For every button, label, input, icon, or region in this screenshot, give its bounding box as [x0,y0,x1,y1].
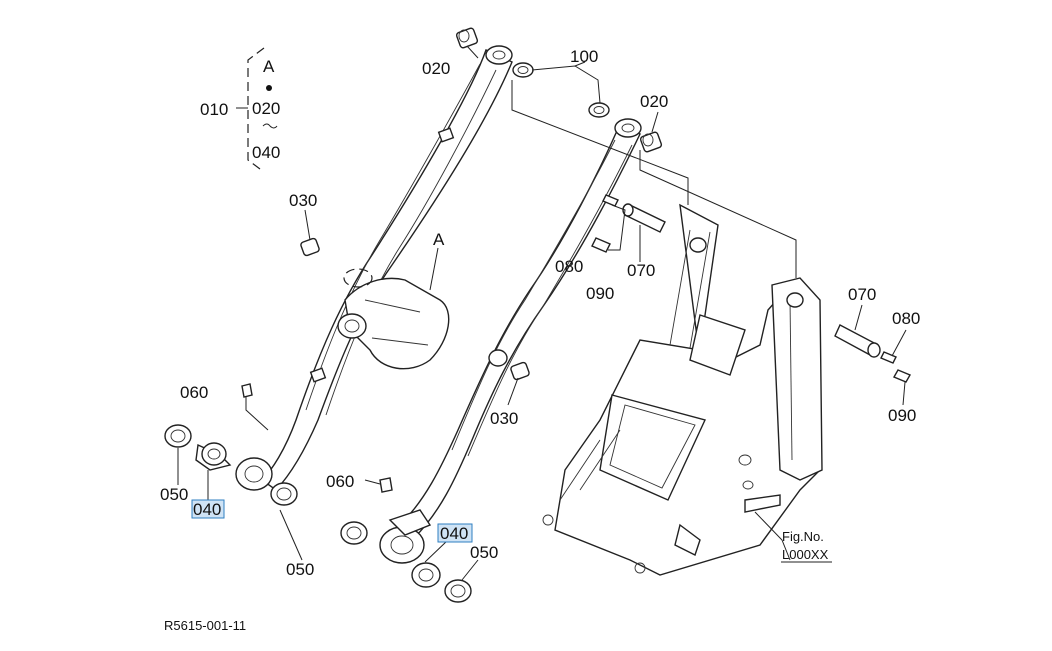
callout-050-left: 050 [160,485,188,504]
right-loader-arm [379,118,642,564]
washer-100-lower [588,102,610,118]
bushing-020-top [455,27,479,49]
cross-tube [337,268,450,370]
bracket-label-a: A [263,57,275,76]
pin-070-right [834,324,881,358]
seal-050-right [444,579,472,603]
callout-090-left: 090 [586,284,614,303]
grease-fitting-060-left [241,383,253,398]
highlight-040-left [191,499,225,519]
callout-080-right: 080 [892,309,920,328]
callout-040-left[interactable]: 040 [193,500,221,519]
seal-050-mid-b [340,521,368,545]
fig-no-label: Fig.No. [782,529,824,544]
highlight-040-mid [437,523,473,543]
bolt-090-left [591,237,611,253]
bolt-090-right [892,369,912,383]
fig-no-value[interactable]: L000XX [782,547,829,562]
callout-100: 100 [570,47,598,66]
seal-050-mid-a [270,482,298,506]
bushing-030-upper [300,237,320,257]
loader-frame [542,203,823,576]
callout-030-upper: 030 [289,191,317,210]
bushing-040-mid [411,562,441,588]
bushing-040-left [195,442,232,471]
callout-050-right: 050 [470,543,498,562]
callout-080-left: 080 [555,257,583,276]
bushing-020-right [639,131,663,153]
left-loader-arm [235,45,513,491]
seal-050-left [164,424,192,448]
bushing-030-lower [510,361,530,381]
callout-020-top: 020 [422,59,450,78]
callout-030-lower: 030 [490,409,518,428]
callout-060-mid: 060 [326,472,354,491]
drawing-number: R5615-001-11 [164,618,246,633]
assembly-leader-lines [511,80,797,278]
grease-fitting-060-mid [379,477,393,493]
callout-050-bottom: 050 [286,560,314,579]
callout-070-right: 070 [848,285,876,304]
callout-040-mid[interactable]: 040 [440,524,468,543]
group-bracket [236,47,278,173]
callout-020-right: 020 [640,92,668,111]
callout-010: 010 [200,100,228,119]
washer-100-upper [512,62,534,78]
bracket-label-040: 040 [252,143,280,162]
pin-070-left [622,203,666,233]
callout-060-left: 060 [180,383,208,402]
label-a: A [433,230,445,249]
callout-leaders [177,45,907,581]
callout-090-right: 090 [888,406,916,425]
bracket-label-020: 020 [252,99,280,118]
callout-070-left: 070 [627,261,655,280]
